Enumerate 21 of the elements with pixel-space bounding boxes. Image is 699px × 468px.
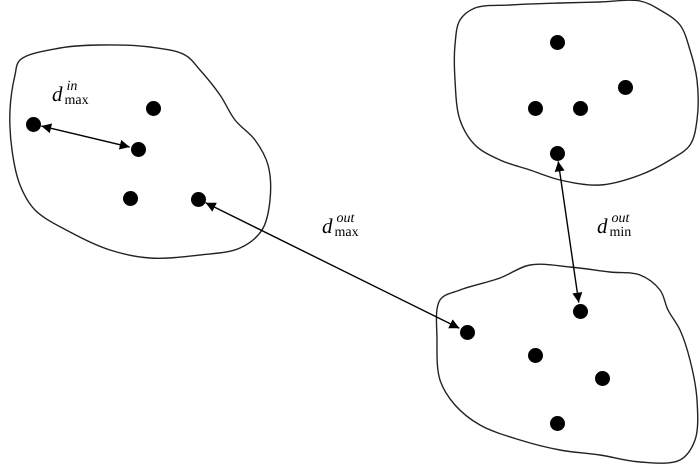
data-point (26, 116, 40, 132)
data-point (594, 370, 610, 386)
double-arrow (554, 161, 582, 303)
double-arrow (41, 123, 130, 150)
data-point (550, 146, 564, 160)
data-point (122, 190, 138, 206)
cluster-outline (10, 45, 270, 258)
cluster-outline (455, 1, 697, 185)
data-point (618, 80, 632, 94)
data-point (550, 34, 564, 50)
data-point (572, 100, 588, 116)
data-point (528, 348, 542, 362)
data-point (130, 142, 146, 156)
data-point (528, 100, 542, 116)
data-point (550, 416, 564, 430)
double-arrow (205, 202, 460, 329)
data-point (146, 100, 160, 116)
data-point (460, 324, 474, 340)
data-point (572, 304, 588, 318)
data-point (190, 192, 206, 206)
cluster-outline (437, 265, 697, 462)
